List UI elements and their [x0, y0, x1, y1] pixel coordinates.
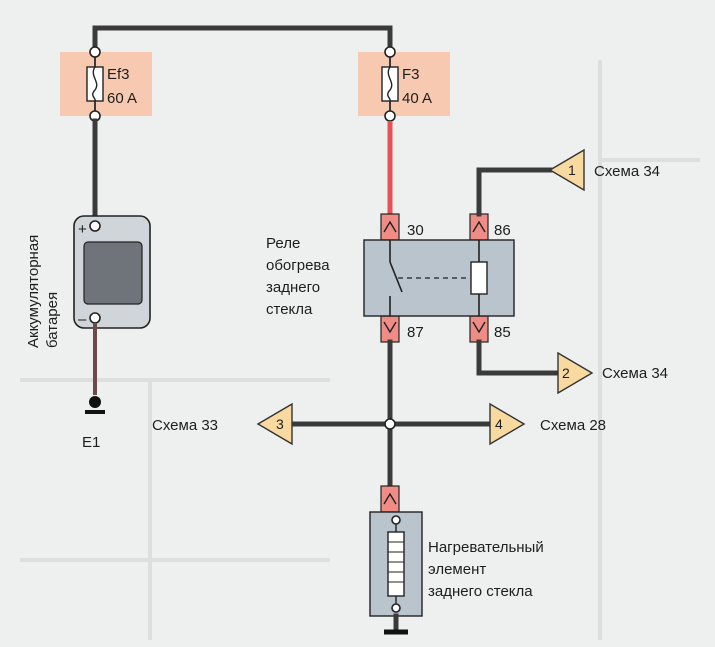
connector-30 — [380, 213, 400, 241]
battery-minus-sign: – — [78, 311, 87, 328]
relay-coil — [470, 261, 488, 295]
background-ghost-lines — [20, 60, 700, 640]
pin-86-label: 86 — [494, 222, 511, 239]
fuse-ef3: Ef3 60 A — [60, 46, 152, 122]
top-wire — [92, 25, 393, 55]
relay-label-line2: обогрева — [266, 257, 330, 274]
ref-2: 2 Схема 34 — [557, 351, 668, 395]
ref-3-number: 3 — [276, 416, 284, 432]
ref-1-triangle — [548, 148, 585, 192]
ref-2-number: 2 — [562, 365, 570, 381]
fuse-ef3-rating: 60 A — [107, 90, 137, 107]
battery-label: Аккумуляторная батарея — [25, 235, 61, 348]
fuse-f3: F3 40 A — [358, 46, 450, 122]
ground-label: E1 — [82, 434, 100, 451]
relay — [363, 239, 515, 317]
heater-label-line2: элемент — [428, 561, 486, 578]
battery-plus-sign: + — [78, 221, 87, 238]
relay-label-line3: заднего — [266, 279, 320, 296]
ref-3-label: Схема 33 — [152, 417, 218, 434]
wire-86-ref1 — [476, 167, 553, 217]
ref-1: 1 Схема 34 — [548, 148, 660, 192]
fuse-f3-rating: 40 A — [402, 90, 432, 107]
relay-label: Реле обогрева заднего стекла — [266, 235, 330, 318]
relay-label-line4: стекла — [266, 301, 313, 318]
heater-label: Нагревательный элемент заднего стекла — [428, 539, 544, 600]
ground-e1: E1 — [82, 396, 105, 451]
fuse-ef3-tag — [60, 52, 152, 116]
ref-4: 4 Схема 28 — [489, 402, 606, 446]
ref-4-triangle — [489, 402, 526, 446]
ref-4-number: 4 — [495, 416, 503, 432]
pin-87-label: 87 — [407, 324, 424, 341]
connector-87 — [380, 315, 400, 343]
heater-connector — [380, 485, 400, 513]
wire-85-ref2 — [476, 339, 561, 376]
ref-1-label: Схема 34 — [594, 163, 660, 180]
fuse-ef3-name: Ef3 — [107, 66, 130, 83]
junction-node — [384, 418, 396, 430]
ref-3-triangle — [256, 402, 293, 446]
heater-label-line3: заднего стекла — [428, 583, 533, 600]
heater-label-line1: Нагревательный — [428, 539, 544, 556]
battery: + – — [73, 215, 151, 329]
battery-label-line1: Аккумуляторная — [25, 235, 42, 348]
heater-element — [369, 511, 423, 617]
connector-86 — [469, 213, 489, 241]
ref-4-label: Схема 28 — [540, 417, 606, 434]
ref-3: 3 Схема 33 — [152, 402, 293, 446]
ref-2-label: Схема 34 — [602, 365, 668, 382]
pin-30-label: 30 — [407, 222, 424, 239]
pin-85-label: 85 — [494, 324, 511, 341]
connector-heater — [380, 485, 400, 513]
relay-label-line1: Реле — [266, 235, 300, 252]
fuse-f3-name: F3 — [402, 66, 420, 83]
connector-85 — [469, 315, 489, 343]
battery-label-line2: батарея — [44, 292, 61, 348]
ref-2-triangle — [557, 351, 594, 395]
fuse-f3-tag — [358, 52, 450, 116]
ref-1-number: 1 — [568, 162, 576, 178]
